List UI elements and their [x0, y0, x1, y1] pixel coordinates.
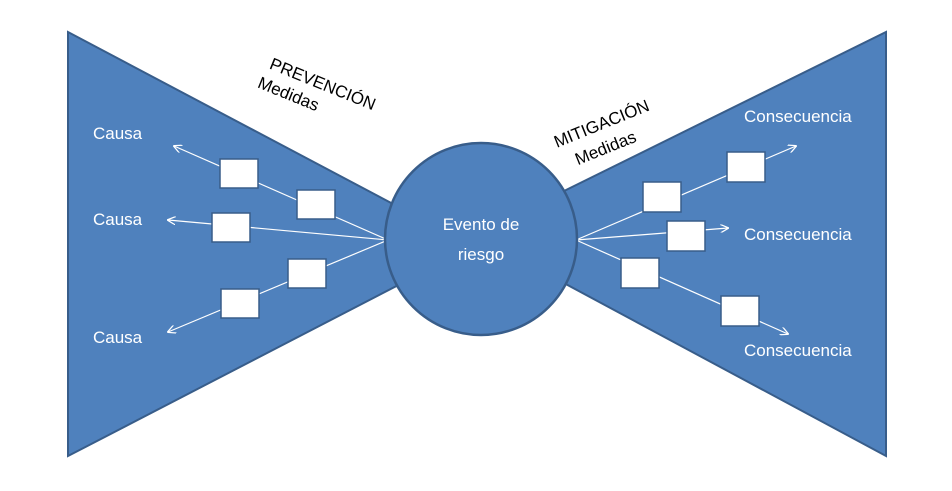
prevention-barrier	[211, 212, 251, 243]
cause-arrow-top	[174, 146, 389, 241]
consequence-label: Consecuencia	[744, 341, 852, 360]
mitigation-barrier	[620, 257, 660, 289]
prevention-barrier	[296, 189, 336, 220]
cause-label: Causa	[93, 328, 143, 347]
cause-label: Causa	[93, 124, 143, 143]
mitigation-barrier	[726, 151, 766, 183]
prevention-barrier	[219, 158, 259, 189]
cause-label: Causa	[93, 210, 143, 229]
consequence-label: Consecuencia	[744, 107, 852, 126]
consequence-label: Consecuencia	[744, 225, 852, 244]
prevention-barrier	[220, 288, 260, 319]
prevention-barrier	[287, 258, 327, 289]
risk-event-label-line2: riesgo	[458, 245, 504, 264]
cause-arrow-middle	[168, 220, 389, 241]
mitigation-barrier	[666, 220, 706, 252]
cause-arrow-bottom	[168, 239, 389, 332]
mitigation-barrier	[642, 181, 682, 213]
risk-event-label-line1: Evento de	[443, 215, 520, 234]
consequences-wing	[561, 30, 887, 458]
risk-event-circle	[383, 141, 579, 337]
mitigation-barrier	[720, 295, 760, 327]
